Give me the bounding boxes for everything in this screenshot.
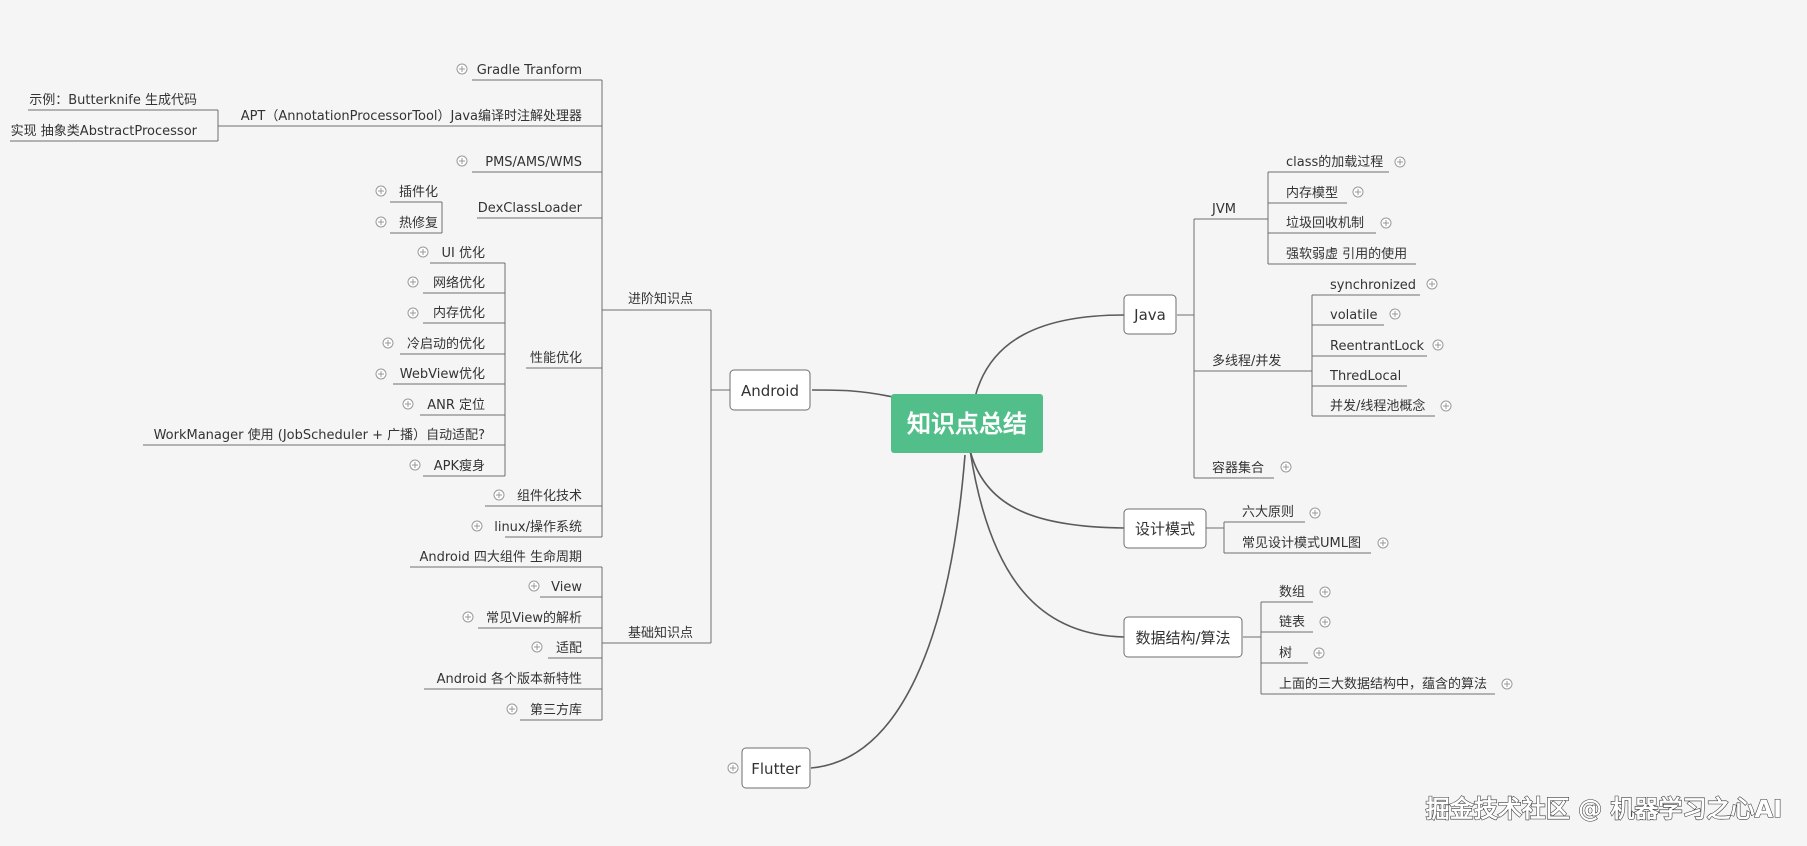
perf-net-expand-icon[interactable] [407,276,419,288]
android-node[interactable]: Android [729,369,811,411]
perf-apk-label[interactable]: APK瘦身 [434,458,485,474]
basic-label[interactable]: 基础知识点 [628,625,693,641]
basic-adapt-label[interactable]: 适配 [556,641,582,656]
flutter-node[interactable]: Flutter [741,747,811,789]
component-label[interactable]: 组件化技术 [517,489,582,504]
jvm-mem-expand-icon[interactable] [1352,186,1364,198]
perf-net-label[interactable]: 网络优化 [433,275,485,291]
flutter-expand-icon[interactable] [727,762,739,774]
ds-list-expand-icon[interactable] [1319,616,1331,628]
root-connectors [810,314,1125,769]
hotfix-expand-icon[interactable] [375,216,387,228]
design-ds-branches [1206,521,1495,695]
android-branch [10,79,730,721]
jvm-class-expand-icon[interactable] [1394,156,1406,168]
design-uml-label[interactable]: 常见设计模式UML图 [1242,536,1361,551]
perf-mem-expand-icon[interactable] [407,307,419,319]
gradle-expand-icon[interactable] [456,63,468,75]
ds-algo-expand-icon[interactable] [1501,678,1513,690]
ds-tree-label[interactable]: 树 [1279,646,1292,661]
plugin-expand-icon[interactable] [375,185,387,197]
basic-view-expand-icon[interactable] [528,580,540,592]
basic-adapt-expand-icon[interactable] [531,641,543,653]
advanced-label[interactable]: 进阶知识点 [628,291,693,307]
perf-webview-expand-icon[interactable] [375,368,387,380]
jvm-gc-label[interactable]: 垃圾回收机制 [1286,216,1364,231]
ds-node[interactable]: 数据结构/算法 [1123,616,1243,658]
perf-webview-label[interactable]: WebView优化 [400,367,485,382]
ds-tree-expand-icon[interactable] [1313,647,1325,659]
design-six-label[interactable]: 六大原则 [1242,505,1294,520]
linux-label[interactable]: linux/操作系统 [494,519,582,535]
thread-label[interactable]: 多线程/并发 [1212,353,1281,369]
java-branch [1177,171,1435,479]
plugin-label[interactable]: 插件化 [399,185,438,200]
thread-lock-expand-icon[interactable] [1432,339,1444,351]
ds-array-label[interactable]: 数组 [1279,585,1305,600]
basic-view-label[interactable]: View [551,580,582,595]
jvm-label[interactable]: JVM [1211,202,1236,217]
thread-pool-label[interactable]: 并发/线程池概念 [1330,398,1425,414]
thread-pool-expand-icon[interactable] [1440,400,1452,412]
apt-label[interactable]: APT（AnnotationProcessorTool）Java编译时注解处理器 [241,109,582,124]
jvm-class-label[interactable]: class的加载过程 [1286,154,1383,170]
apt-example-label[interactable]: 示例：Butterknife 生成代码 [29,93,197,108]
perf-cold-expand-icon[interactable] [382,337,394,349]
design-six-expand-icon[interactable] [1309,507,1321,519]
collections-expand-icon[interactable] [1280,461,1292,473]
root-node[interactable]: 知识点总结 [891,394,1043,453]
basic-thirdparty-expand-icon[interactable] [506,703,518,715]
svg-text:Android: Android [741,382,799,400]
svg-text:数据结构/算法: 数据结构/算法 [1135,629,1230,647]
ds-algo-label[interactable]: 上面的三大数据结构中，蕴含的算法 [1279,676,1487,692]
svg-text:Java: Java [1133,306,1166,324]
perf-anr-expand-icon[interactable] [402,398,414,410]
ds-array-expand-icon[interactable] [1319,586,1331,598]
basic-versions-label[interactable]: Android 各个版本新特性 [437,671,582,687]
hotfix-label[interactable]: 热修复 [399,216,438,231]
design-node[interactable]: 设计模式 [1123,508,1207,549]
java-node[interactable]: Java [1123,294,1177,335]
perf-wm-label[interactable]: WorkManager 使用 (JobScheduler + 广播）自动适配? [154,427,485,443]
thread-local-label[interactable]: ThredLocal [1329,369,1401,384]
dex-label[interactable]: DexClassLoader [478,201,583,216]
perf-ui-label[interactable]: UI 优化 [442,246,485,261]
perf-label[interactable]: 性能优化 [530,351,582,366]
java-labels: JVM class的加载过程 内存模型 垃圾回收机制 强软弱虚 引用的使用 多线… [1211,154,1487,692]
expand-icons [375,63,1513,715]
svg-text:设计模式: 设计模式 [1135,520,1195,538]
watermark-text: 掘金技术社区 @ 机器学习之心AI [1426,795,1782,823]
basic-four-label[interactable]: Android 四大组件 生命周期 [419,549,582,565]
thread-sync-expand-icon[interactable] [1426,278,1438,290]
basic-thirdparty-label[interactable]: 第三方库 [530,702,582,718]
perf-mem-label[interactable]: 内存优化 [433,305,485,321]
design-uml-expand-icon[interactable] [1377,537,1389,549]
collections-label[interactable]: 容器集合 [1212,460,1264,476]
thread-lock-label[interactable]: ReentrantLock [1330,339,1425,354]
component-expand-icon[interactable] [493,489,505,501]
ds-list-label[interactable]: 链表 [1279,615,1305,630]
pms-label[interactable]: PMS/AMS/WMS [485,155,582,170]
android-labels: 进阶知识点 基础知识点 Gradle Tranform APT（Annotati… [11,63,693,718]
pms-expand-icon[interactable] [456,155,468,167]
jvm-mem-label[interactable]: 内存模型 [1286,185,1338,201]
svg-text:Flutter: Flutter [751,760,801,778]
thread-sync-label[interactable]: synchronized [1330,278,1416,293]
apt-impl-label[interactable]: 实现 抽象类AbstractProcessor [11,124,198,139]
perf-ui-expand-icon[interactable] [417,246,429,258]
thread-volatile-label[interactable]: volatile [1330,308,1378,323]
basic-viewparse-label[interactable]: 常见View的解析 [486,610,582,626]
jvm-ref-label[interactable]: 强软弱虚 引用的使用 [1286,246,1407,262]
thread-volatile-expand-icon[interactable] [1389,308,1401,320]
root-label: 知识点总结 [907,410,1027,438]
linux-expand-icon[interactable] [471,520,483,532]
perf-cold-label[interactable]: 冷启动的优化 [407,336,485,352]
perf-apk-expand-icon[interactable] [409,459,421,471]
gradle-label[interactable]: Gradle Tranform [477,63,582,78]
basic-viewparse-expand-icon[interactable] [462,611,474,623]
perf-anr-label[interactable]: ANR 定位 [427,398,485,413]
jvm-gc-expand-icon[interactable] [1380,217,1392,229]
